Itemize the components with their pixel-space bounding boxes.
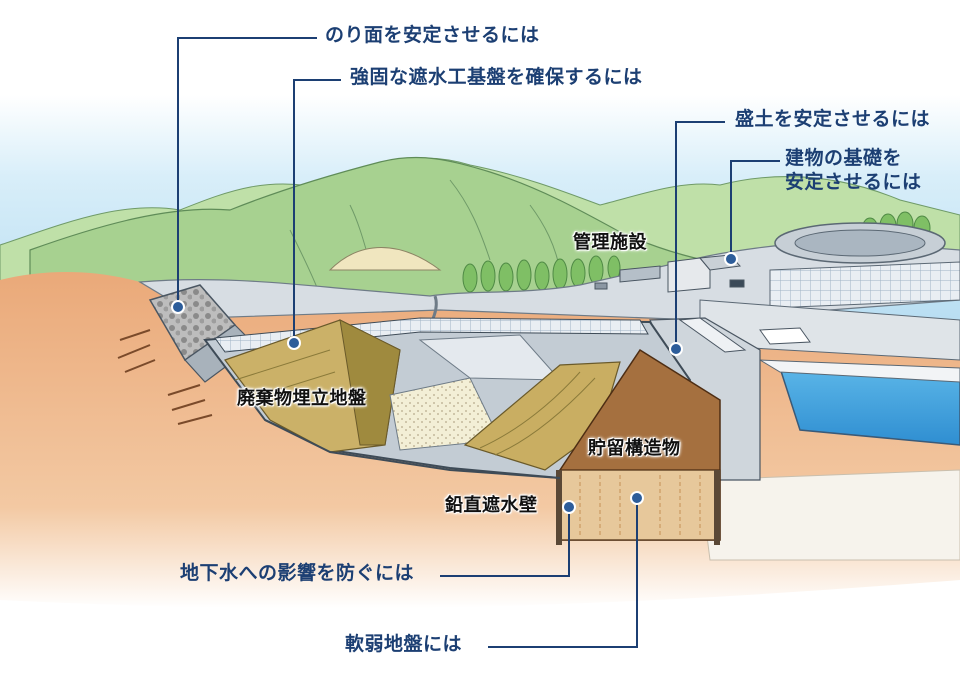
- leader-soft-ground-h: [488, 646, 638, 648]
- marker-soft-ground: [630, 491, 644, 505]
- callout-embankment-stability: 盛土を安定させるには: [735, 108, 931, 130]
- callout-slope-stability: のり面を安定させるには: [325, 24, 540, 46]
- leader-embankment-h: [675, 121, 725, 123]
- leader-embankment-v: [675, 121, 677, 347]
- leader-groundwater-h: [440, 575, 570, 577]
- callout-groundwater: 地下水への影響を防ぐには: [180, 562, 415, 584]
- leader-slope-v: [177, 37, 179, 305]
- leader-building-h: [730, 160, 780, 162]
- callout-building-foundation: 建物の基礎を 安定させるには: [785, 147, 922, 193]
- leader-groundwater-v: [568, 507, 570, 577]
- label-storage-structure: 貯留構造物: [588, 438, 681, 459]
- label-vertical-barrier: 鉛直遮水壁: [445, 495, 538, 516]
- leader-building-v: [730, 160, 732, 257]
- callout-barrier-base: 強固な遮水工基盤を確保するには: [350, 66, 643, 88]
- marker-barrier-base: [287, 336, 301, 350]
- marker-slope: [171, 300, 185, 314]
- leader-barrier-base-h: [293, 79, 341, 81]
- marker-groundwater: [562, 500, 576, 514]
- marker-embankment: [669, 342, 683, 356]
- label-admin-facility: 管理施設: [573, 232, 647, 253]
- callout-soft-ground: 軟弱地盤には: [345, 633, 463, 655]
- marker-building: [724, 252, 738, 266]
- label-landfill-ground: 廃棄物埋立地盤: [237, 388, 367, 409]
- leader-slope-h: [177, 37, 317, 39]
- leader-barrier-base-v: [293, 79, 295, 341]
- vertical-barrier-walls: [556, 470, 720, 545]
- leader-soft-ground-v: [636, 497, 638, 648]
